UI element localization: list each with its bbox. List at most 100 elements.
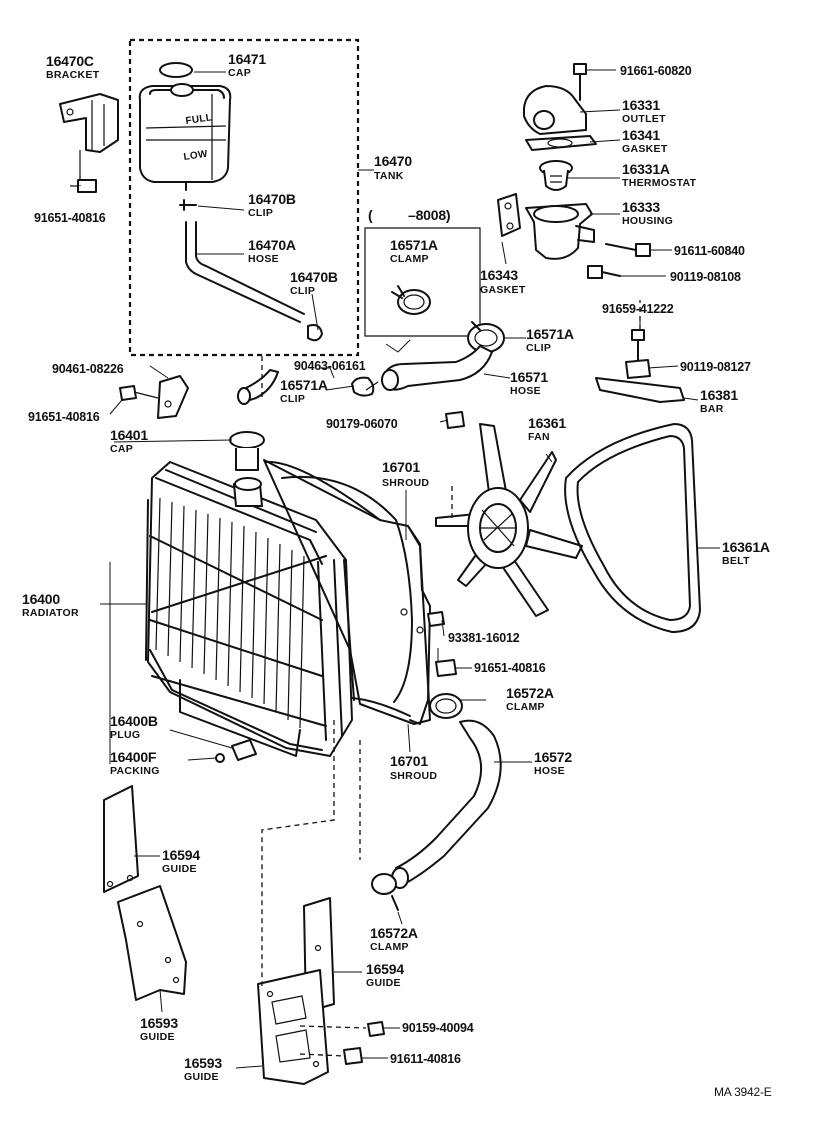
callout-16343-number: 16343	[480, 267, 518, 283]
callout-90463-06161-number: 90463-06161	[294, 359, 366, 373]
callout-91651-40816-mid-number: 91651-40816	[474, 661, 546, 675]
callout-16470B-bot-name: CLIP	[290, 285, 315, 297]
callout-16594-left-number: 16594	[162, 847, 200, 863]
callout-16400B-name: PLUG	[110, 729, 140, 741]
callout-16701-top-number: 16701	[382, 459, 420, 475]
guide-left-upper-part	[103, 785, 139, 893]
tank-full-mark: FULL	[185, 112, 213, 127]
callout-16593-left-name: GUIDE	[140, 1031, 175, 1043]
callout-16571A-left-name: CLIP	[280, 393, 305, 405]
callout-16333-number: 16333	[622, 199, 660, 215]
shroud-bolts	[427, 611, 457, 677]
callout-16331A-name: THERMOSTAT	[622, 177, 697, 189]
tank-bracket-part	[59, 93, 119, 176]
callout-16470C-number: 16470C	[46, 53, 94, 69]
callout-16701-top-name: SHROUD	[382, 477, 429, 489]
range-note-open: (	[368, 207, 373, 223]
callout-93381-16012-number: 93381-16012	[448, 631, 520, 645]
callout-16361A-name: BELT	[722, 555, 750, 567]
callout-16470-number: 16470	[374, 153, 412, 169]
callout-16571-number: 16571	[510, 369, 548, 385]
callout-16594-right-name: GUIDE	[366, 977, 401, 989]
callout-91611-40816-bot-number: 91611-40816	[390, 1052, 461, 1066]
callout-16361A-number: 16361A	[722, 539, 770, 555]
callout-16572A-bot-name: CLAMP	[370, 941, 409, 953]
callout-16400F-name: PACKING	[110, 765, 160, 777]
callout-16401-number: 16401	[110, 427, 148, 443]
callout-16571A-right-name: CLIP	[526, 342, 551, 354]
drain-plug-part	[215, 739, 257, 763]
tank-low-mark: LOW	[183, 149, 209, 163]
callout-90159-40094-number: 90159-40094	[402, 1021, 474, 1035]
tank-hose-part	[185, 221, 301, 323]
callout-16594-left-name: GUIDE	[162, 863, 197, 875]
mounting-guide-lines	[79, 176, 641, 1057]
callout-16571A-right-number: 16571A	[526, 326, 574, 342]
tank-clip-part	[179, 199, 197, 211]
callout-16594-right-number: 16594	[366, 961, 404, 977]
callout-90179-06070-number: 90179-06070	[326, 417, 398, 431]
reserve-tank-part: FULL LOW	[138, 83, 232, 191]
callout-16401-name: CAP	[110, 443, 133, 455]
callout-16470A-name: HOSE	[248, 253, 279, 265]
leader-lines	[100, 69, 720, 1069]
callout-91651-40816-top-number: 91651-40816	[34, 211, 106, 225]
callout-16343-name: GASKET	[480, 284, 526, 296]
lower-hose-group	[371, 693, 502, 911]
callout-16572-name: HOSE	[534, 765, 565, 777]
range-note-value: –8008)	[408, 207, 450, 223]
callout-16572A-bot-number: 16572A	[370, 925, 418, 941]
callout-labels: 16470C BRACKET 16471 CAP 16470 TANK 1647…	[22, 51, 772, 1099]
callout-90119-08108-number: 90119-08108	[670, 270, 741, 284]
tank-cap-part	[159, 62, 193, 78]
callout-91659-41222-number: 91659-41222	[602, 302, 674, 316]
guide-right-lower-part	[257, 969, 329, 1085]
fan-shroud-part	[263, 459, 431, 725]
callout-16593-bot-number: 16593	[184, 1055, 222, 1071]
callout-16341-number: 16341	[622, 127, 660, 143]
callout-16400-number: 16400	[22, 591, 60, 607]
callout-16400B-number: 16400B	[110, 713, 158, 729]
callout-91651-40816-left-number: 91651-40816	[28, 410, 100, 424]
callout-16333-name: HOUSING	[622, 215, 673, 227]
upper-hose-group	[237, 227, 505, 405]
bolt-90159-40094-part	[367, 1021, 385, 1037]
callout-16470A-number: 16470A	[248, 237, 296, 253]
radiator-part	[145, 431, 353, 757]
callout-16381-name: BAR	[700, 403, 724, 415]
callout-16593-bot-name: GUIDE	[184, 1071, 219, 1083]
callout-16361-name: FAN	[528, 431, 550, 443]
callout-16400-name: RADIATOR	[22, 607, 79, 619]
callout-16701-bot-number: 16701	[390, 753, 428, 769]
drawing-code: MA 3942-E	[714, 1085, 772, 1099]
callout-16381-number: 16381	[700, 387, 738, 403]
callout-16400F-number: 16400F	[110, 749, 157, 765]
callout-16470B-top-number: 16470B	[248, 191, 296, 207]
callout-91611-60840-number: 91611-60840	[674, 244, 745, 258]
callout-16361-number: 16361	[528, 415, 566, 431]
callout-16571A-box-number: 16571A	[390, 237, 438, 253]
hose-clip-part	[307, 324, 323, 342]
fan-part	[435, 423, 583, 617]
callout-90119-08127-number: 90119-08127	[680, 360, 751, 374]
callout-16331-name: OUTLET	[622, 113, 666, 125]
callout-16470-name: TANK	[374, 170, 404, 182]
bolt-91651-40816-top-part	[70, 179, 97, 193]
callout-16572-number: 16572	[534, 749, 572, 765]
callout-16593-left-number: 16593	[140, 1015, 178, 1031]
callout-16470C-name: BRACKET	[46, 69, 100, 81]
callout-16331A-number: 16331A	[622, 161, 670, 177]
callout-16572A-top-number: 16572A	[506, 685, 554, 701]
callout-16571A-box-name: CLAMP	[390, 253, 429, 265]
callout-16470B-bot-number: 16470B	[290, 269, 338, 285]
callout-90461-08226-number: 90461-08226	[52, 362, 124, 376]
reserve-tank-group: FULL LOW	[128, 38, 360, 357]
callout-16470B-top-name: CLIP	[248, 207, 273, 219]
bracket-90461-08226-part	[119, 375, 189, 419]
callout-16571A-left-number: 16571A	[280, 377, 328, 393]
callout-91661-60820-number: 91661-60820	[620, 64, 692, 78]
fan-belt-part	[564, 423, 701, 633]
callout-16471-name: CAP	[228, 67, 251, 79]
nut-90179-06070-part	[445, 411, 465, 429]
